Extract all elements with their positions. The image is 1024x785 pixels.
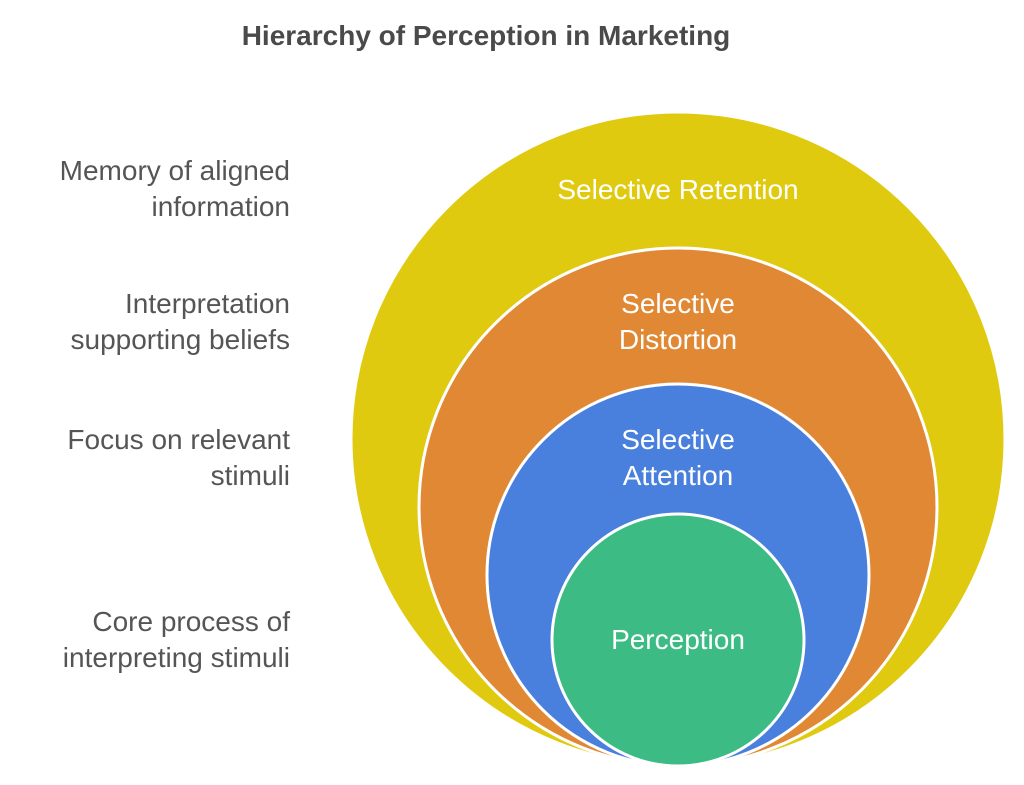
circle-label-selective-retention: Selective Retention [557,172,798,208]
side-note-line: Focus on relevant [67,424,290,455]
circle-label-perception: Perception [611,622,745,658]
circle-label-line: Selective [621,288,735,319]
side-note-line: supporting beliefs [70,324,290,355]
circle-label-line: Selective Retention [557,174,799,205]
circle-label-selective-attention: Selective Attention [621,422,735,494]
side-note-line: Core process of [92,606,290,637]
side-note-line: Memory of aligned [59,155,290,186]
side-note-selective-retention: Memory of aligned information [60,153,290,225]
side-note-selective-distortion: Interpretation supporting beliefs [71,286,290,358]
circle-label-selective-distortion: Selective Distortion [619,286,737,358]
circle-label-line: Perception [611,624,745,655]
page-title: Hierarchy of Perception in Marketing [241,20,731,51]
side-note-perception: Core process of interpreting stimuli [63,604,290,676]
circle-label-line: Distortion [618,324,738,355]
side-note-line: interpreting stimuli [62,642,290,673]
side-note-selective-attention: Focus on relevant stimuli [67,422,290,494]
circle-label-line: Selective [621,424,735,455]
side-note-line: information [151,191,290,222]
side-note-line: Interpretation [125,288,290,319]
side-note-line: stimuli [210,460,290,491]
circle-label-line: Attention [622,460,734,491]
circle-perception [550,512,806,768]
